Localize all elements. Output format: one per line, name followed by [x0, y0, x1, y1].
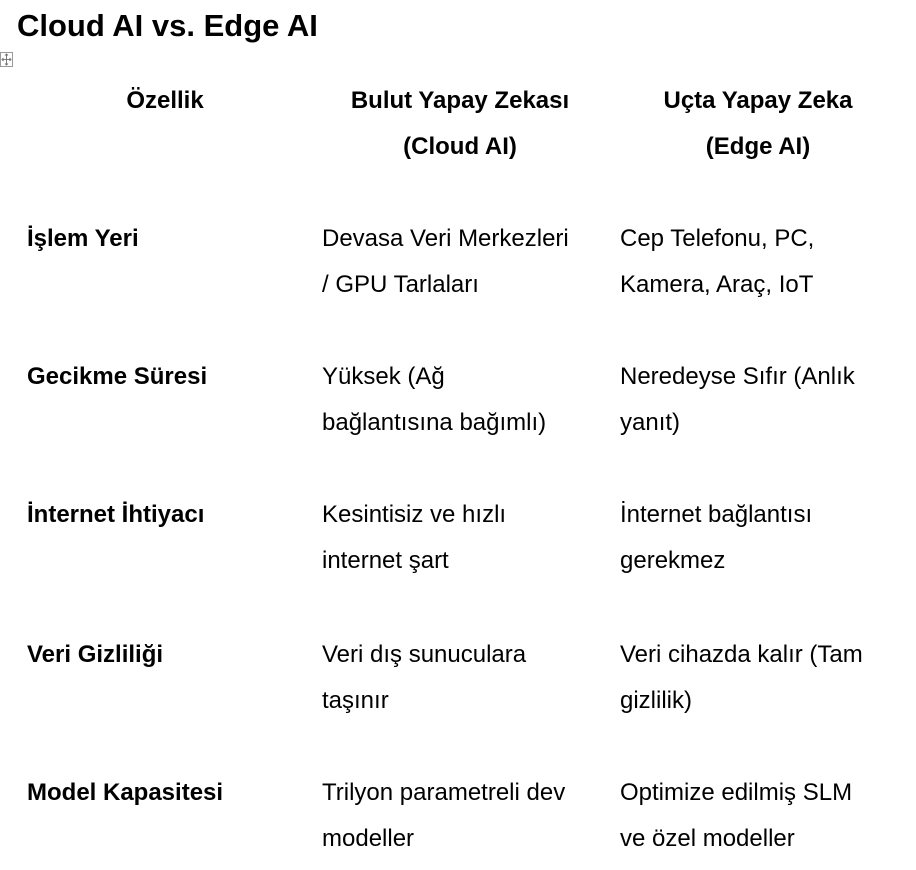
header-feature: Özellik	[126, 87, 204, 114]
header-edge-line2: (Edge AI)	[705, 133, 811, 160]
cell-edge-internet-line2: gerekmez	[620, 547, 726, 574]
row-label-internet-need: İnternet İhtiyacı	[27, 501, 205, 528]
cell-edge-privacy-line1: Veri cihazda kalır (Tam	[620, 641, 863, 668]
row-label-model-capacity: Model Kapasitesi	[27, 779, 224, 806]
cell-cloud-processing-line1: Devasa Veri Merkezleri	[322, 225, 569, 252]
header-cloud-line2: (Cloud AI)	[403, 133, 517, 160]
row-label-latency: Gecikme Süresi	[27, 363, 208, 390]
cell-edge-processing-line1: Cep Telefonu, PC,	[620, 225, 815, 252]
page-title: Cloud AI vs. Edge AI	[17, 8, 318, 43]
cell-edge-internet-line1: İnternet bağlantısı	[620, 501, 813, 528]
move-arrows-icon	[1, 53, 12, 66]
cell-edge-latency-line1: Neredeyse Sıfır (Anlık	[620, 363, 855, 390]
cell-cloud-privacy-line2: taşınır	[322, 687, 389, 714]
cell-edge-privacy-line2: gizlilik)	[620, 687, 692, 714]
cell-cloud-latency-line2: bağlantısına bağımlı)	[322, 409, 547, 436]
cell-edge-processing-line2: Kamera, Araç, IoT	[620, 271, 814, 298]
header-edge-line1: Uçta Yapay Zeka	[663, 87, 853, 114]
cell-edge-latency-line2: yanıt)	[620, 409, 681, 436]
cell-cloud-privacy-line1: Veri dış sunuculara	[322, 641, 527, 668]
header-cloud-line1: Bulut Yapay Zekası	[350, 87, 570, 114]
cell-cloud-processing-line2: / GPU Tarlaları	[322, 271, 479, 298]
cell-cloud-latency-line1: Yüksek (Ağ	[322, 363, 445, 390]
row-label-processing-location: İşlem Yeri	[27, 225, 139, 252]
cell-cloud-internet-line2: internet şart	[322, 547, 449, 574]
row-label-data-privacy: Veri Gizliliği	[27, 641, 164, 668]
cell-cloud-internet-line1: Kesintisiz ve hızlı	[322, 501, 507, 528]
cell-edge-capacity-line2: ve özel modeller	[620, 825, 795, 852]
cell-edge-capacity-line1: Optimize edilmiş SLM	[620, 779, 853, 806]
table-move-handle-icon[interactable]	[0, 52, 13, 67]
cell-cloud-capacity-line2: modeller	[322, 825, 415, 852]
cell-cloud-capacity-line1: Trilyon parametreli dev	[322, 779, 566, 806]
